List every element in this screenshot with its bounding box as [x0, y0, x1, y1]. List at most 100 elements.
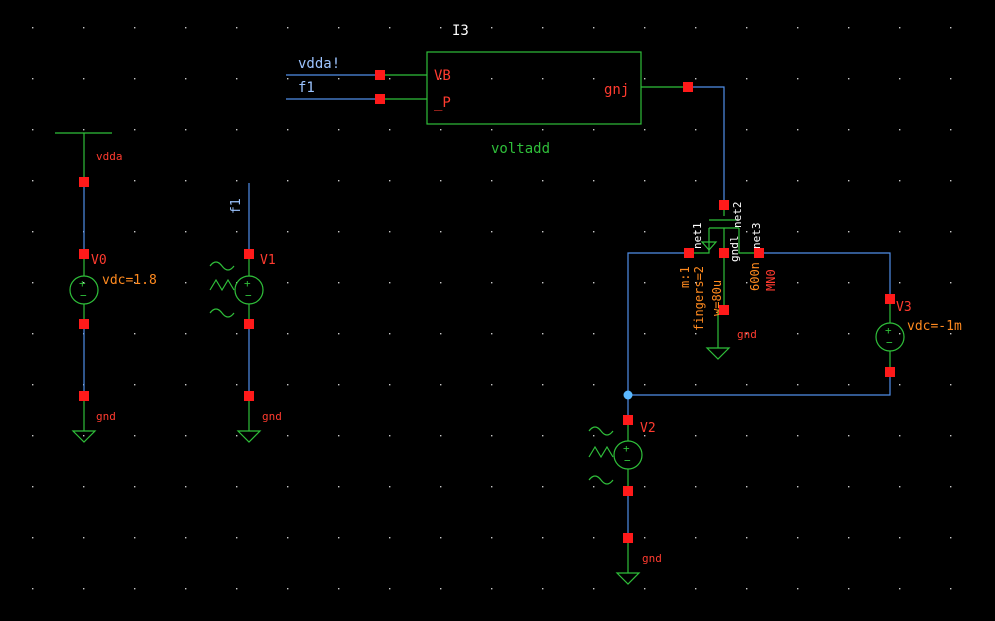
grid-dot — [695, 486, 697, 488]
grid-dot — [797, 180, 799, 182]
grid-dot — [32, 486, 34, 488]
pin-marker[interactable] — [684, 248, 694, 258]
param-l: 600n — [748, 262, 762, 291]
grid-dot — [236, 333, 238, 335]
grid-dot — [593, 384, 595, 386]
source-v3[interactable]: + − V3 vdc=-1m — [875, 299, 962, 372]
grid-dot — [848, 27, 850, 29]
grid-dot — [134, 537, 136, 539]
grid-dot — [644, 435, 646, 437]
pin-marker[interactable] — [719, 200, 729, 210]
pin-marker[interactable] — [885, 294, 895, 304]
grid-dot — [848, 435, 850, 437]
pin-marker[interactable] — [244, 319, 254, 329]
grid-dot — [644, 588, 646, 590]
pin-marker[interactable] — [375, 94, 385, 104]
grid-dot — [389, 282, 391, 284]
source-v1[interactable]: + − f1 V1 gnd — [209, 183, 282, 443]
grid-dot — [797, 129, 799, 131]
wire-net1[interactable] — [627, 252, 689, 395]
grid-dot — [644, 231, 646, 233]
gnd-label-v1: gnd — [262, 410, 282, 423]
grid-dot — [746, 282, 748, 284]
grid-dot — [185, 78, 187, 80]
grid-dot — [491, 588, 493, 590]
wire-v3-bottom[interactable] — [628, 372, 891, 396]
grid-dot — [848, 486, 850, 488]
gnd-label-v0: gnd — [96, 410, 116, 423]
grid-dot — [899, 129, 901, 131]
grid-dot — [491, 537, 493, 539]
svg-text:−: − — [624, 454, 631, 467]
grid-dot — [950, 27, 952, 29]
grid-dot — [338, 282, 340, 284]
source-v2[interactable]: + − V2 gnd — [588, 420, 662, 585]
grid-dot — [491, 384, 493, 386]
pin-marker[interactable] — [79, 177, 89, 187]
grid-dot — [83, 588, 85, 590]
pin-marker[interactable] — [244, 391, 254, 401]
pin-marker[interactable] — [623, 415, 633, 425]
grid-dot — [389, 78, 391, 80]
pin-marker[interactable] — [683, 82, 693, 92]
pin-marker[interactable] — [719, 248, 729, 258]
svg-text:−: − — [80, 289, 87, 302]
grid-dot — [185, 486, 187, 488]
net-label-gndl: gndl — [728, 236, 741, 263]
pin-marker[interactable] — [885, 367, 895, 377]
grid-dot — [83, 435, 85, 437]
grid-dot — [338, 129, 340, 131]
grid-dot — [185, 384, 187, 386]
grid-dot — [134, 27, 136, 29]
pin-label-p: _P — [434, 95, 451, 111]
instance-box[interactable] — [426, 51, 642, 125]
grid-dot — [287, 333, 289, 335]
pin-marker[interactable] — [244, 249, 254, 259]
grid-dot — [542, 27, 544, 29]
grid-dot — [542, 180, 544, 182]
grid-dot — [950, 588, 952, 590]
grid-dot — [542, 333, 544, 335]
pin-marker[interactable] — [375, 70, 385, 80]
grid-dot — [440, 180, 442, 182]
grid-dot — [797, 78, 799, 80]
grid-dot — [797, 588, 799, 590]
pin-marker[interactable] — [79, 391, 89, 401]
grid-dot — [848, 282, 850, 284]
grid-dot — [236, 588, 238, 590]
grid-dot — [593, 27, 595, 29]
grid-dot — [797, 435, 799, 437]
source-v0[interactable]: + − vdda V0 vdc=1.8 gnd — [55, 132, 157, 443]
pin-marker[interactable] — [754, 248, 764, 258]
pin-marker[interactable] — [719, 305, 729, 315]
grid-dot — [338, 180, 340, 182]
grid-dot — [950, 537, 952, 539]
wire-net3[interactable] — [759, 252, 891, 299]
grid-dot — [593, 231, 595, 233]
transistor-mn0[interactable]: gnd net1 net2 gndl net3 m:1 fingers=2 w=… — [678, 202, 778, 360]
grid-dot — [440, 435, 442, 437]
grid-dot — [542, 588, 544, 590]
grid-dot — [134, 435, 136, 437]
grid-dot — [950, 231, 952, 233]
source-name-v1: V1 — [260, 253, 276, 268]
pin-marker[interactable] — [623, 486, 633, 496]
grid-dot — [389, 486, 391, 488]
wire-gnj-net2[interactable] — [688, 86, 725, 205]
grid-dot — [338, 435, 340, 437]
ground-icon — [705, 347, 731, 360]
pin-marker[interactable] — [79, 249, 89, 259]
grid-dot — [491, 486, 493, 488]
grid-dot — [644, 333, 646, 335]
instance-i3[interactable]: I3 voltadd VB _P gnj — [380, 23, 688, 157]
pin-marker[interactable] — [623, 533, 633, 543]
net-label-vdda-bang: vdda! — [298, 56, 340, 72]
gnd-label-v2: gnd — [642, 552, 662, 565]
grid-dot — [440, 333, 442, 335]
svg-text:+: + — [623, 442, 630, 455]
pin-marker[interactable] — [79, 319, 89, 329]
grid-dot — [491, 180, 493, 182]
grid-dot — [593, 537, 595, 539]
